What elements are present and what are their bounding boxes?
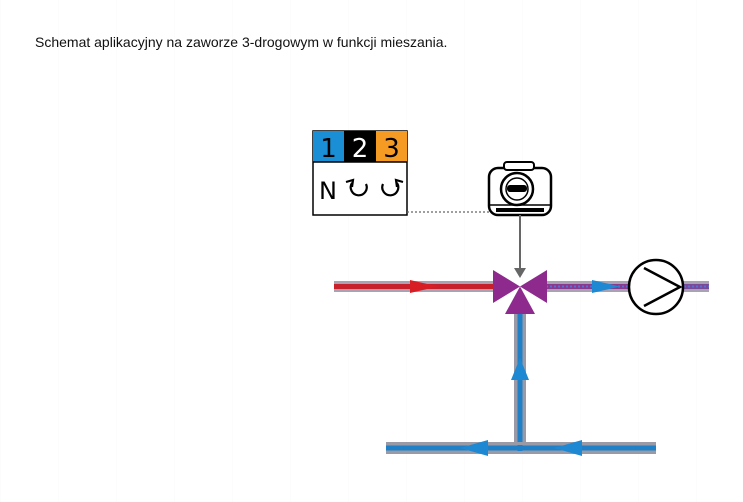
legend-color-3 bbox=[376, 131, 407, 162]
diagram-caption: Schemat aplikacyjny na zaworze 3-drogowy… bbox=[35, 34, 448, 50]
return-pipe bbox=[386, 442, 656, 454]
return-flow-arrow-left-icon bbox=[460, 440, 488, 456]
legend-number-2: 2 bbox=[352, 134, 369, 164]
legend-box: 1 2 3 N bbox=[312, 130, 408, 216]
actuator-icon bbox=[487, 161, 553, 217]
stem-arrow-icon bbox=[514, 268, 526, 278]
legend-number-3: 3 bbox=[383, 134, 400, 164]
outlet-flow-arrow-icon bbox=[592, 280, 620, 293]
return-flow-arrow-right-icon bbox=[554, 440, 582, 456]
legend-number-1: 1 bbox=[320, 134, 337, 164]
counterclockwise-icon bbox=[345, 178, 368, 197]
clockwise-icon bbox=[381, 178, 404, 197]
legend-mode-n: N bbox=[319, 177, 337, 205]
bypass-flow-arrow-icon bbox=[511, 358, 529, 380]
legend-color-1 bbox=[313, 131, 344, 162]
pump-icon bbox=[627, 258, 685, 316]
hot-flow-arrow-icon bbox=[410, 280, 438, 293]
mixed-outlet-pipe bbox=[546, 281, 709, 292]
legend-color-2 bbox=[344, 131, 376, 162]
three-way-valve-icon bbox=[493, 270, 547, 314]
